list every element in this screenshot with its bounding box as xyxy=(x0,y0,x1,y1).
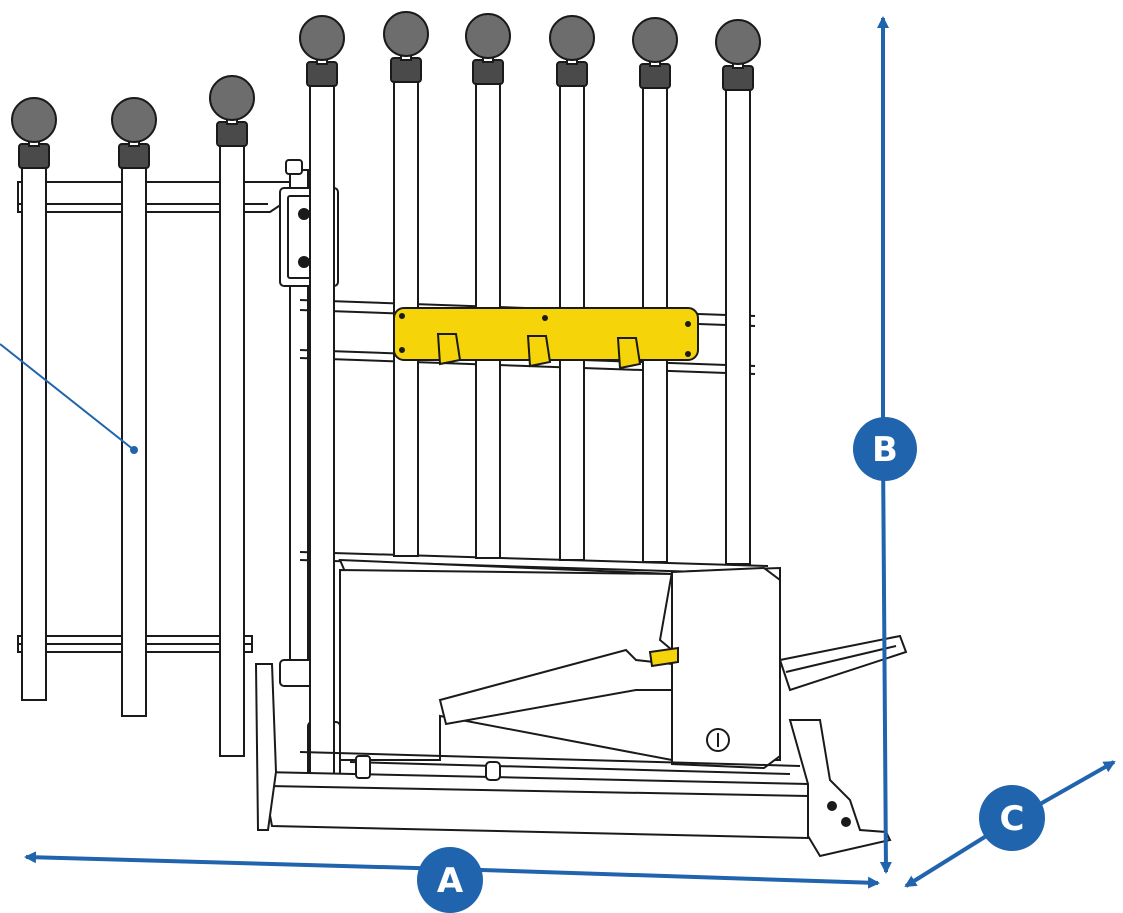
left-rack-tube xyxy=(11,97,57,701)
left-rack-tube xyxy=(111,97,157,717)
dimension-c-badge xyxy=(979,785,1045,851)
tube-collar xyxy=(390,57,422,83)
left-rack-tube xyxy=(209,75,255,757)
main-rack-tube xyxy=(715,19,761,565)
yellow-hook-bar xyxy=(393,307,699,370)
dimension-a-badge xyxy=(417,847,483,913)
ball-knob-icon xyxy=(465,13,511,59)
yellow-latch xyxy=(648,646,679,668)
main-rack-tube xyxy=(465,13,511,559)
ball-knob-icon xyxy=(299,15,345,61)
main-rack-tube xyxy=(632,17,678,563)
main-rack-tube xyxy=(549,15,595,561)
power-button-icon xyxy=(706,728,730,752)
left-tube-rack xyxy=(11,75,301,757)
dimension-a: A xyxy=(24,847,880,913)
tube-collar xyxy=(639,63,671,89)
side-tray xyxy=(778,634,908,692)
ball-knob-icon xyxy=(383,11,429,57)
hook xyxy=(436,333,642,370)
main-rack-tube xyxy=(383,11,429,557)
dimension-b-label: B xyxy=(872,430,898,470)
left-base-bracket xyxy=(254,663,278,831)
tube-collar xyxy=(118,143,150,169)
dimension-b-badge xyxy=(853,417,917,481)
ball-knob-icon xyxy=(632,17,678,63)
ball-knob-icon xyxy=(549,15,595,61)
tube-collar xyxy=(306,61,338,87)
tube-collar xyxy=(556,61,588,87)
ball-knob-icon xyxy=(11,97,57,143)
slanted-tray xyxy=(438,648,673,726)
base-plate xyxy=(260,770,809,840)
tube-collar xyxy=(18,143,50,169)
post-tube xyxy=(299,15,345,781)
tube-collar xyxy=(722,65,754,91)
dimension-a-arrow xyxy=(24,851,451,871)
dimension-a-label: A xyxy=(437,861,464,901)
tube-collar xyxy=(216,121,248,147)
ball-knob-icon xyxy=(715,19,761,65)
callout-leader xyxy=(0,343,138,454)
machine-body xyxy=(254,558,908,858)
ball-knob-icon xyxy=(209,75,255,121)
tube-collar xyxy=(472,59,504,85)
ball-knob-icon xyxy=(111,97,157,143)
dimension-c-label: C xyxy=(1000,799,1025,839)
dimension-c: C xyxy=(904,760,1116,888)
dimension-b: B xyxy=(853,16,917,874)
left-rack-top-frame xyxy=(17,181,301,213)
